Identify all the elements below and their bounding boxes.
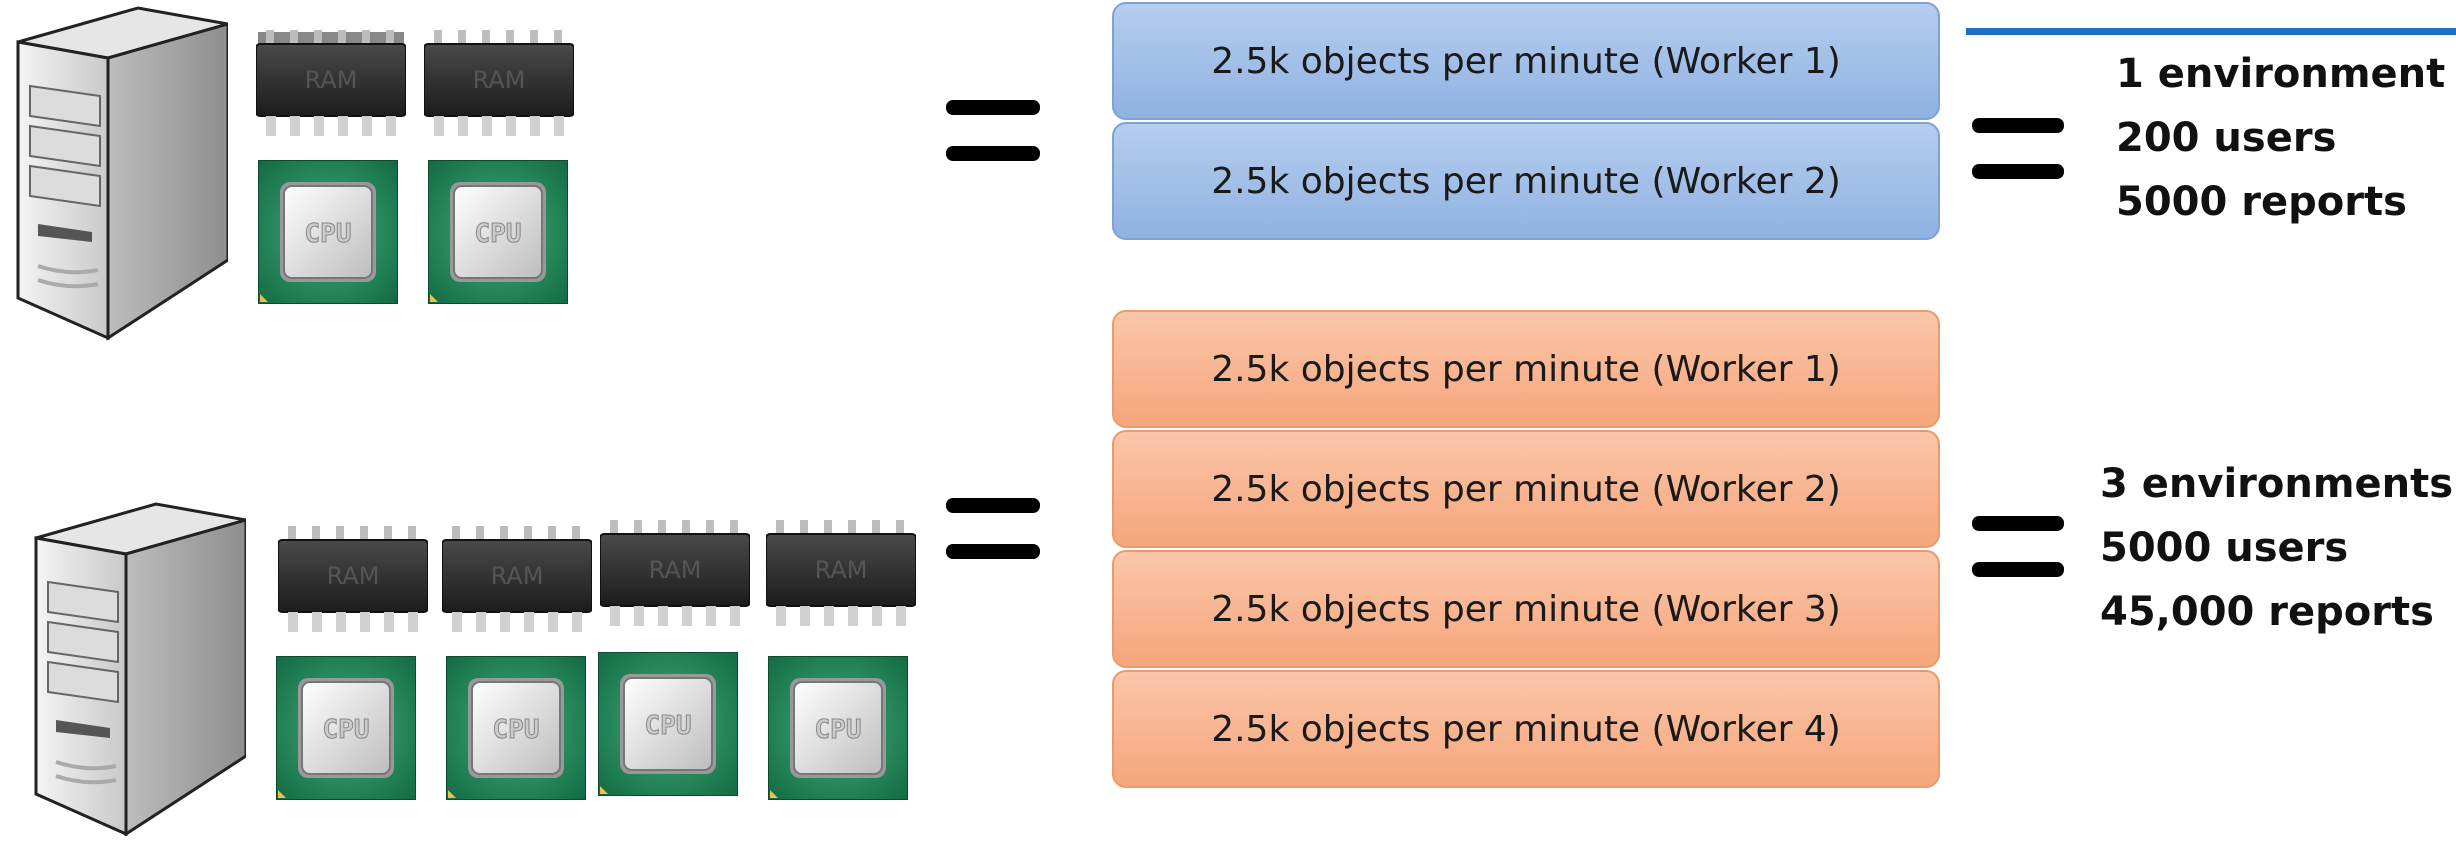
stat-reports: 45,000 reports: [2100, 589, 2434, 635]
server-tower-2: [26, 500, 248, 837]
ram-label: RAM: [815, 556, 868, 584]
stat-users: 200 users: [2116, 115, 2337, 161]
cpu-label: CPU: [475, 219, 522, 249]
ram-chip: RAM: [423, 30, 575, 140]
stat-environments: 3 environments: [2100, 461, 2454, 507]
cpu-label: CPU: [815, 715, 862, 745]
ram-label: RAM: [649, 556, 702, 584]
ram-chip: RAM: [599, 520, 751, 630]
cpu-chip: CPU: [445, 655, 587, 801]
cpu-label: CPU: [493, 715, 540, 745]
stats-block-top: 1 environment 200 users 5000 reports: [2116, 42, 2445, 234]
stat-reports: 5000 reports: [2116, 179, 2407, 225]
ram-chip: RAM: [441, 526, 593, 636]
worker-box-bottom: 2.5k objects per minute (Worker 3): [1112, 550, 1940, 668]
ram-label: RAM: [305, 66, 358, 94]
stat-users: 5000 users: [2100, 525, 2349, 571]
cpu-chip: CPU: [257, 159, 399, 305]
worker-box-bottom: 2.5k objects per minute (Worker 1): [1112, 310, 1940, 428]
stats-block-bottom: 3 environments 5000 users 45,000 reports: [2100, 452, 2453, 644]
cpu-label: CPU: [323, 715, 370, 745]
worker-box-top: 2.5k objects per minute (Worker 1): [1112, 2, 1940, 120]
cpu-chip: CPU: [767, 655, 909, 801]
stat-environments: 1 environment: [2116, 51, 2446, 97]
accent-line: [1966, 28, 2456, 35]
worker-box-top: 2.5k objects per minute (Worker 2): [1112, 122, 1940, 240]
cpu-label: CPU: [305, 219, 352, 249]
server-icon: [34, 502, 248, 837]
ram-chip: RAM: [255, 30, 407, 140]
server-icon: [16, 6, 230, 341]
cpu-chip: CPU: [427, 159, 569, 305]
worker-box-bottom: 2.5k objects per minute (Worker 2): [1112, 430, 1940, 548]
ram-label: RAM: [327, 562, 380, 590]
ram-chip: RAM: [765, 520, 917, 630]
ram-label: RAM: [473, 66, 526, 94]
server-tower-1: [8, 4, 230, 344]
equals-sign: [1972, 516, 2064, 578]
cpu-chip: CPU: [597, 651, 739, 797]
worker-box-bottom: 2.5k objects per minute (Worker 4): [1112, 670, 1940, 788]
equals-sign: [946, 100, 1040, 164]
equals-sign: [946, 498, 1040, 562]
equals-sign: [1972, 118, 2064, 180]
ram-chip: RAM: [277, 526, 429, 636]
cpu-chip: CPU: [275, 655, 417, 801]
cpu-label: CPU: [645, 711, 692, 741]
ram-label: RAM: [491, 562, 544, 590]
